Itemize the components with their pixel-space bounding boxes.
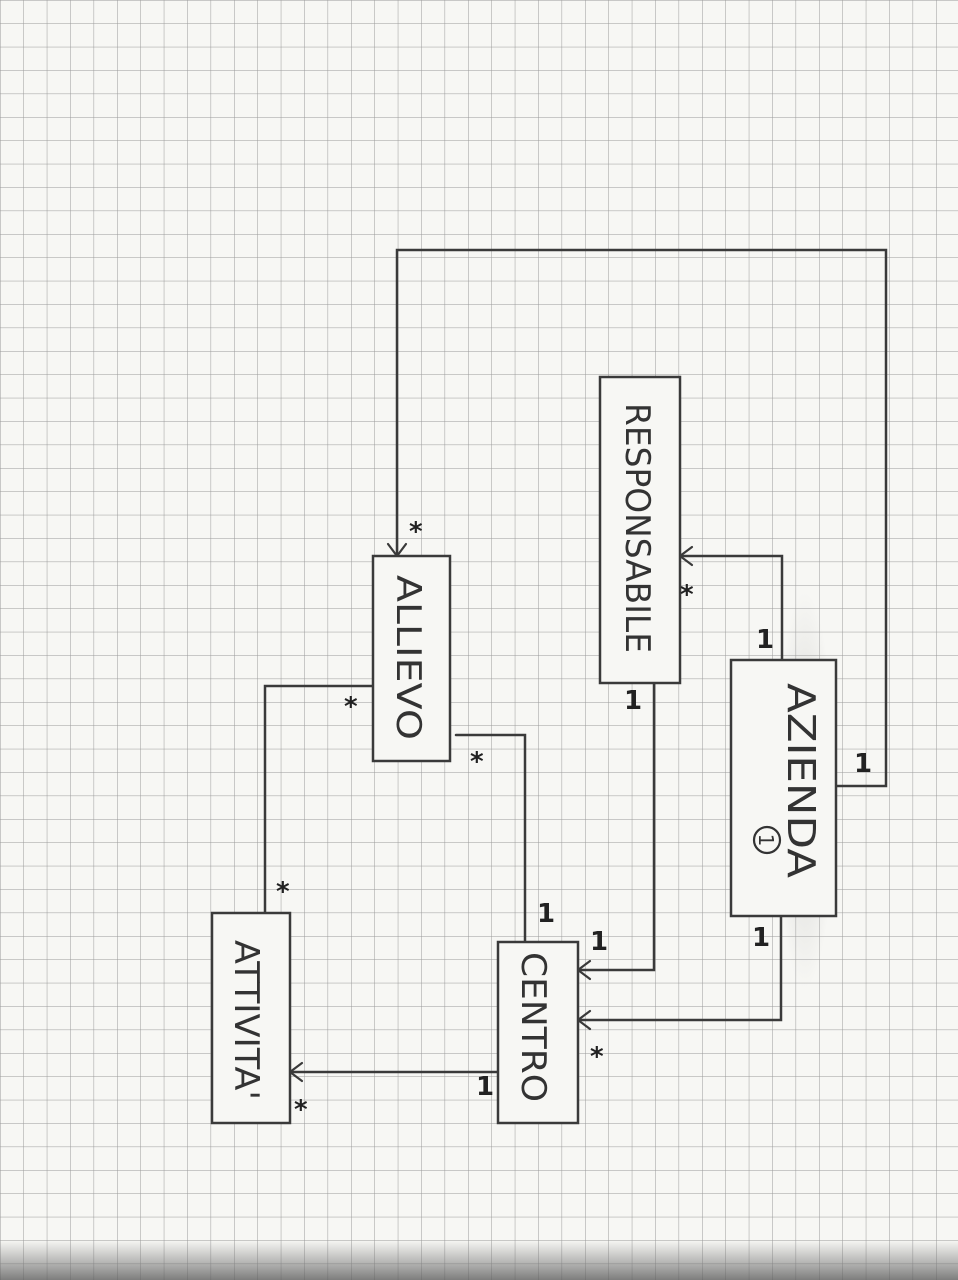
entity-label-centro: CENTRO [513, 952, 553, 1102]
entity-labels: ALLIEVO RESPONSABILE AZIENDA ATTIVITA' C… [226, 403, 823, 1102]
mult-allievo-centro-star: * [470, 747, 484, 777]
line-responsabile-centro [576, 681, 656, 972]
mult-centro-attivita-star: * [294, 1095, 308, 1125]
line-allievo-centro [454, 733, 527, 944]
mult-responsabile-centro-1a: 1 [624, 686, 642, 716]
azienda-badge-circle [752, 825, 782, 855]
entity-boxes [210, 375, 838, 1125]
mult-responsabile-centro-1b: 1 [590, 927, 608, 957]
mult-azienda-centro-star: * [590, 1042, 604, 1072]
entity-box-allievo [371, 554, 452, 763]
mult-azienda-responsabile-1: 1 [756, 625, 774, 655]
line-azienda-allievo [395, 248, 888, 788]
multiplicity-labels: 1 * 1 * 1 1 1 * * * * 1 1 * [276, 517, 872, 1125]
line-azienda-centro [576, 914, 783, 1022]
mult-allievo-centro-1: 1 [537, 899, 555, 929]
azienda-badge: 1 [752, 825, 782, 855]
entity-box-responsabile [598, 375, 682, 685]
entity-label-azienda: AZIENDA [779, 683, 823, 878]
entity-box-centro [496, 940, 580, 1125]
entity-box-attivita [210, 911, 292, 1125]
azienda-badge-text: 1 [754, 834, 778, 847]
mult-azienda-responsabile-star: * [680, 580, 694, 610]
entity-label-allievo: ALLIEVO [388, 575, 428, 740]
entity-box-azienda [729, 658, 838, 918]
mult-azienda-centro-1: 1 [752, 923, 770, 953]
entity-label-attivita: ATTIVITA' [226, 940, 266, 1100]
mult-centro-attivita-1: 1 [476, 1072, 494, 1102]
mult-azienda-allievo-star: * [409, 517, 423, 547]
relation-lines [263, 248, 888, 1074]
line-allievo-attivita [263, 684, 375, 915]
mult-allievo-attivita-star-a: * [344, 692, 358, 722]
mult-allievo-attivita-star-b: * [276, 877, 290, 907]
entity-label-responsabile: RESPONSABILE [617, 403, 657, 653]
scan-shadow [0, 1240, 958, 1280]
mult-azienda-allievo-1: 1 [854, 749, 872, 779]
line-azienda-responsabile [678, 554, 784, 662]
